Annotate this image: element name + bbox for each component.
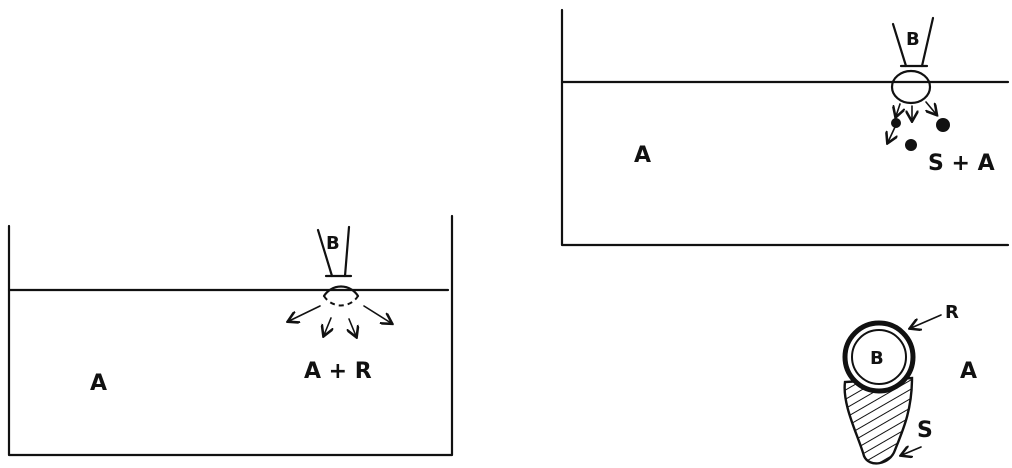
settling-particles-2 (888, 102, 950, 151)
panel-2: B A S + A (562, 10, 1008, 245)
dispersion-arrows-1 (289, 306, 391, 336)
container-1 (9, 216, 452, 455)
layer-pointer-arrow (911, 315, 941, 328)
liquid-label-2: A (634, 143, 651, 168)
panel-3: B R A S (845, 302, 977, 463)
drop-2 (892, 71, 930, 103)
layer-label: R (945, 302, 959, 323)
liquid-label-1: A (90, 371, 107, 396)
drop-label-2: B (906, 29, 920, 50)
trail-label: S (917, 418, 933, 443)
mixture-label-2: S + A (928, 151, 995, 176)
particle-label: B (870, 348, 884, 369)
panel-1: B A A + R (9, 216, 452, 455)
trail-pointer-arrow (902, 447, 921, 455)
medium-label: A (960, 359, 977, 384)
mixture-label-1: A + R (304, 359, 372, 384)
drop-label-1: B (326, 233, 340, 254)
